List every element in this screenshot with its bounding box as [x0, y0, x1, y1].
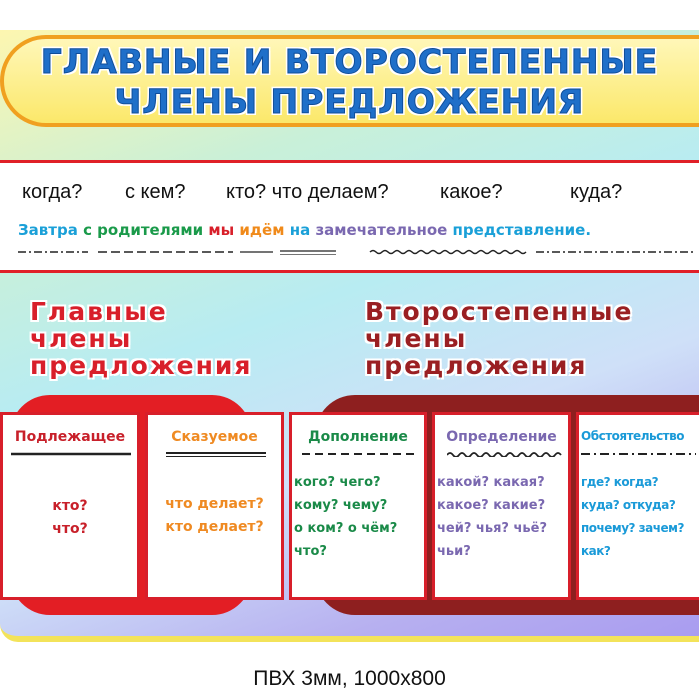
heading-line: предложения: [30, 351, 253, 380]
heading-line: Главные: [30, 297, 168, 326]
question: когда?: [22, 181, 83, 203]
card-question: как?: [581, 544, 611, 558]
card-question: кто?: [52, 498, 88, 514]
card-question: что делает?: [165, 496, 264, 512]
card-question: чей? чья? чьё?: [437, 521, 547, 536]
card-question: что?: [294, 544, 327, 559]
card-subject: Подлежащее кто? что?: [0, 412, 140, 600]
card-question: какое? какие?: [437, 498, 546, 513]
card-title: Сказуемое: [171, 429, 258, 445]
card-object: Дополнение кого? чего? кому? чему? о ком…: [289, 412, 427, 600]
question: кто? что делаем?: [226, 181, 389, 203]
card-question: кому? чему?: [294, 498, 388, 513]
title-line-1: ГЛАВНЫЕ И ВТОРОСТЕПЕННЫЕ: [40, 42, 659, 82]
heading-line: члены: [30, 324, 133, 353]
example-strip: когда? с кем? кто? что делаем? какое? ку…: [0, 160, 699, 273]
card-question: что?: [52, 521, 88, 537]
word: Завтра: [18, 221, 78, 239]
card-title: Подлежащее: [14, 429, 126, 445]
wavy-underline: [447, 452, 562, 457]
word: замечательное: [315, 221, 448, 239]
dashed-underline: [302, 453, 417, 455]
word: мы: [208, 221, 235, 239]
card-question: кого? чего?: [294, 475, 381, 490]
word: на: [289, 221, 311, 239]
card-title: Обстоятельство: [581, 429, 684, 443]
card-title: Определение: [446, 429, 557, 445]
double-underline: [166, 452, 266, 457]
card-predicate: Сказуемое что делает? кто делает?: [145, 412, 284, 600]
question: с кем?: [125, 181, 186, 203]
question: куда?: [570, 181, 623, 203]
question: какое?: [440, 181, 503, 203]
solid-underline: [11, 452, 131, 456]
card-question: куда? откуда?: [581, 498, 676, 512]
product-caption: ПВХ 3мм, 1000x800: [253, 667, 446, 690]
card-title: Дополнение: [308, 429, 408, 445]
underline-marks: [18, 249, 696, 255]
card-adverbial: Обстоятельство где? когда? куда? откуда?…: [576, 412, 699, 600]
main-members-heading: Главные члены предложения: [30, 298, 252, 379]
title-line-2: ЧЛЕНЫ ПРЕДЛОЖЕНИЯ: [114, 82, 585, 122]
card-question: почему? зачем?: [581, 521, 684, 535]
word: представление.: [452, 221, 592, 239]
card-question: о ком? о чём?: [294, 521, 398, 536]
card-question: чьи?: [437, 544, 471, 559]
card-question: кто делает?: [165, 519, 264, 535]
secondary-members-heading: Второстепенные члены предложения: [365, 298, 633, 379]
example-sentence: Завтра с родителями мы идём на замечател…: [18, 221, 591, 239]
heading-line: члены: [365, 324, 468, 353]
dash-dot-underline: [581, 453, 696, 455]
card-attribute: Определение какой? какая? какое? какие? …: [432, 412, 571, 600]
card-question: где? когда?: [581, 475, 659, 489]
heading-line: Второстепенные: [365, 297, 634, 326]
word: с родителями: [83, 221, 204, 239]
title-banner: [0, 35, 699, 127]
card-question: какой? какая?: [437, 475, 545, 490]
heading-line: предложения: [365, 351, 588, 380]
word: идём: [239, 221, 285, 239]
